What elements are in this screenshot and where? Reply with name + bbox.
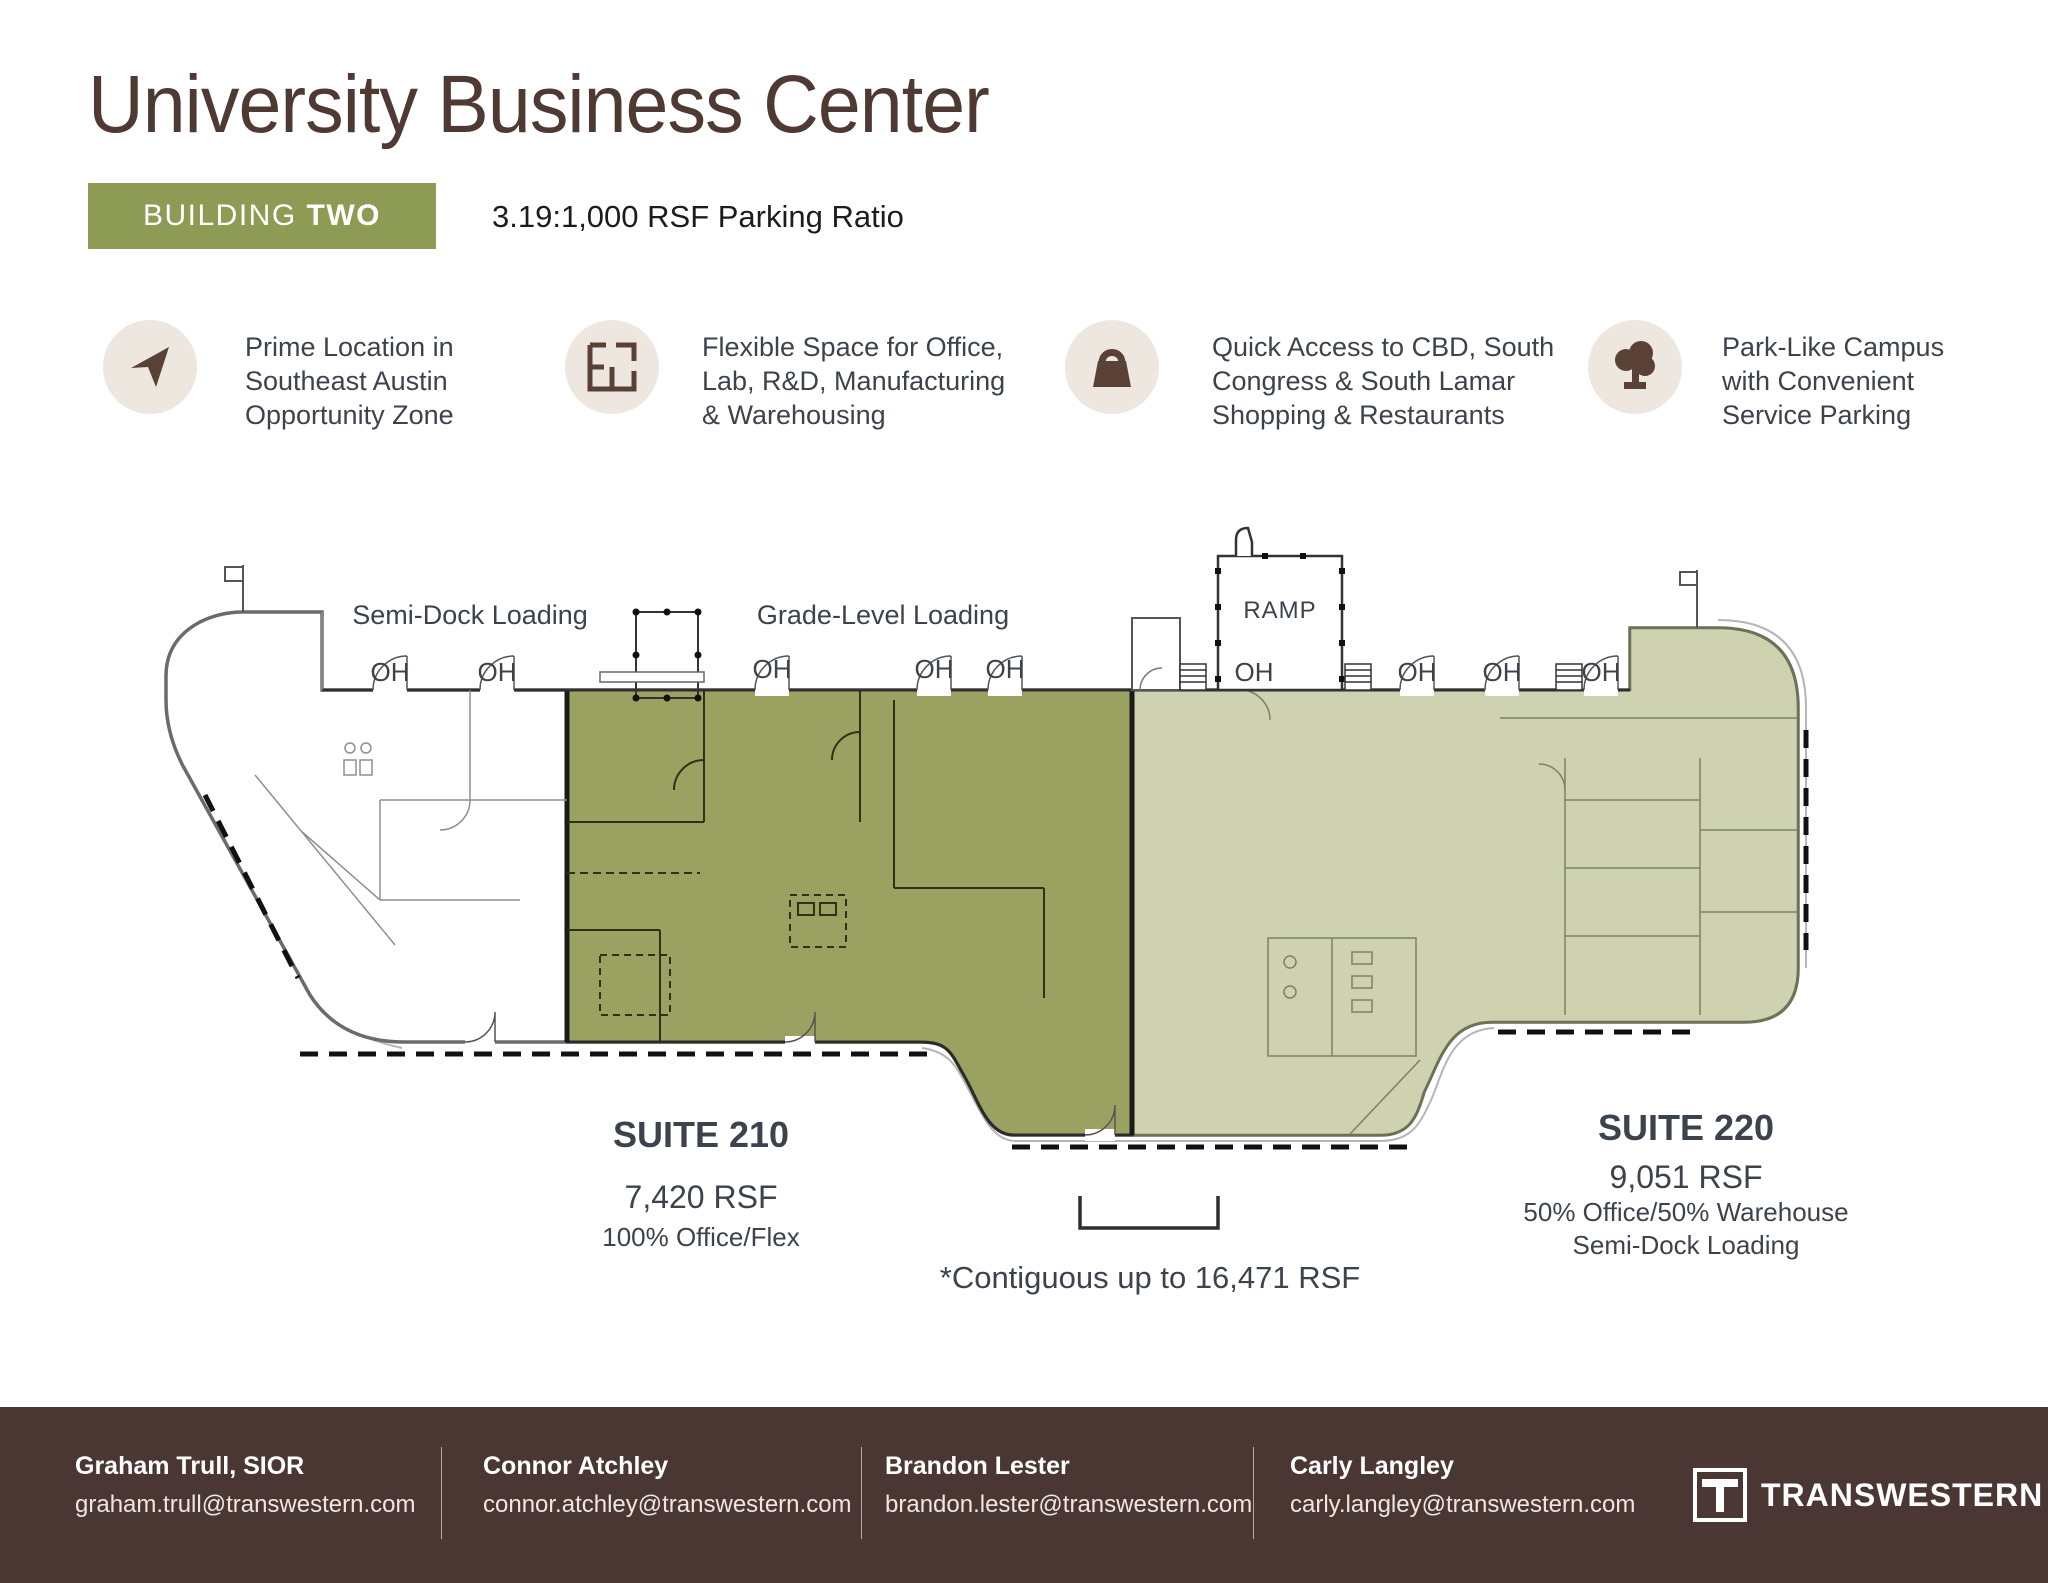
- oh-label: OH: [1235, 657, 1274, 687]
- suite-210-rsf: 7,420 RSF: [625, 1179, 778, 1215]
- oh-label: OH: [478, 657, 517, 687]
- suite-210-zone[interactable]: [565, 688, 1134, 1137]
- column-grid-square: [632, 608, 702, 702]
- suite-220-rsf: 9,051 RSF: [1610, 1159, 1763, 1195]
- oh-label: OH: [1398, 657, 1437, 687]
- lease-line-dashes: [202, 730, 1809, 1150]
- contact-email[interactable]: brandon.lester@transwestern.com: [885, 1491, 1253, 1518]
- feature-location-text: Prime Location in Southeast Austin Oppor…: [245, 332, 454, 430]
- suite-220-loading: Semi-Dock Loading: [1573, 1230, 1800, 1260]
- badge-building-label: BUILDING: [142, 199, 297, 232]
- parking-ratio-text: 3.19:1,000 RSF Parking Ratio: [492, 199, 904, 234]
- tree-icon: [1588, 320, 1682, 414]
- semi-dock-loading-label: Semi-Dock Loading: [352, 600, 588, 630]
- shopping-bag-icon: [1065, 320, 1159, 414]
- transwestern-wordmark: TRANSWESTERN: [1761, 1476, 2044, 1513]
- contact-connor-atchley: Connor Atchley connor.atchley@transweste…: [483, 1452, 852, 1519]
- suite-220-name: SUITE 220: [1598, 1107, 1774, 1148]
- feature-campus-text: Park-Like Campus with Convenient Service…: [1722, 332, 1945, 430]
- oh-label: OH: [986, 654, 1025, 684]
- contact-carly-langley: Carly Langley carly.langley@transwestern…: [1290, 1452, 1635, 1519]
- contact-name: Connor Atchley: [483, 1452, 669, 1480]
- contact-brandon-lester: Brandon Lester brandon.lester@transweste…: [885, 1452, 1252, 1519]
- flag-pole-left: [224, 565, 244, 612]
- footer-divider: [441, 1447, 442, 1539]
- contact-email[interactable]: graham.trull@transwestern.com: [75, 1491, 416, 1518]
- contiguous-note: *Contiguous up to 16,471 RSF: [940, 1260, 1361, 1295]
- suite-210-use: 100% Office/Flex: [602, 1222, 800, 1252]
- building-badge: BUILDING TWO: [88, 183, 436, 249]
- rear-doors: [464, 1011, 1116, 1141]
- contact-name: Carly Langley: [1290, 1452, 1454, 1480]
- floor-plan-icon: [565, 320, 659, 414]
- flag-pole-right: [1679, 570, 1698, 628]
- footer-divider: [861, 1447, 862, 1539]
- oh-label: OH: [1582, 657, 1621, 687]
- footer-bar: Graham Trull, SIOR graham.trull@transwes…: [0, 1407, 2048, 1583]
- grade-level-loading-label: Grade-Level Loading: [757, 600, 1009, 630]
- footer-divider: [1253, 1447, 1254, 1539]
- feature-flexible-space-text: Flexible Space for Office, Lab, R&D, Man…: [702, 332, 1006, 430]
- overhead-doors: [372, 655, 1619, 696]
- ramp-label: RAMP: [1243, 597, 1316, 624]
- transwestern-logo-icon: [1693, 1468, 1747, 1522]
- contact-name: Graham Trull, SIOR: [75, 1452, 305, 1480]
- contact-email[interactable]: connor.atchley@transwestern.com: [483, 1491, 852, 1518]
- ramp-structure: [1215, 526, 1345, 692]
- contact-graham-trull: Graham Trull, SIOR graham.trull@transwes…: [75, 1452, 415, 1519]
- feature-access-text: Quick Access to CBD, South Congress & So…: [1212, 332, 1555, 430]
- suite-220-zone[interactable]: [1130, 626, 1800, 1137]
- transwestern-logo: TRANSWESTERN: [1693, 1468, 2043, 1522]
- suite-210-name: SUITE 210: [613, 1114, 789, 1155]
- page-title: University Business Center: [88, 59, 990, 150]
- suite-210-interior: [567, 690, 1045, 1042]
- suite-220-use: 50% Office/50% Warehouse: [1523, 1197, 1848, 1227]
- suite-220-interior: [1239, 689, 1798, 1135]
- navigation-arrow-icon: [103, 320, 197, 414]
- oh-label: OH: [915, 654, 954, 684]
- left-zone-interior: [254, 612, 567, 946]
- oh-label: OH: [753, 654, 792, 684]
- dock-bumper: [599, 671, 705, 683]
- contact-email[interactable]: carly.langley@transwestern.com: [1290, 1491, 1636, 1518]
- entry-vestibule: [1131, 617, 1181, 691]
- contact-name: Brandon Lester: [885, 1452, 1070, 1480]
- contiguous-bracket: [1078, 1196, 1220, 1230]
- badge-number-label: TWO: [306, 199, 382, 232]
- oh-label: OH: [1483, 657, 1522, 687]
- oh-label: OH: [371, 657, 410, 687]
